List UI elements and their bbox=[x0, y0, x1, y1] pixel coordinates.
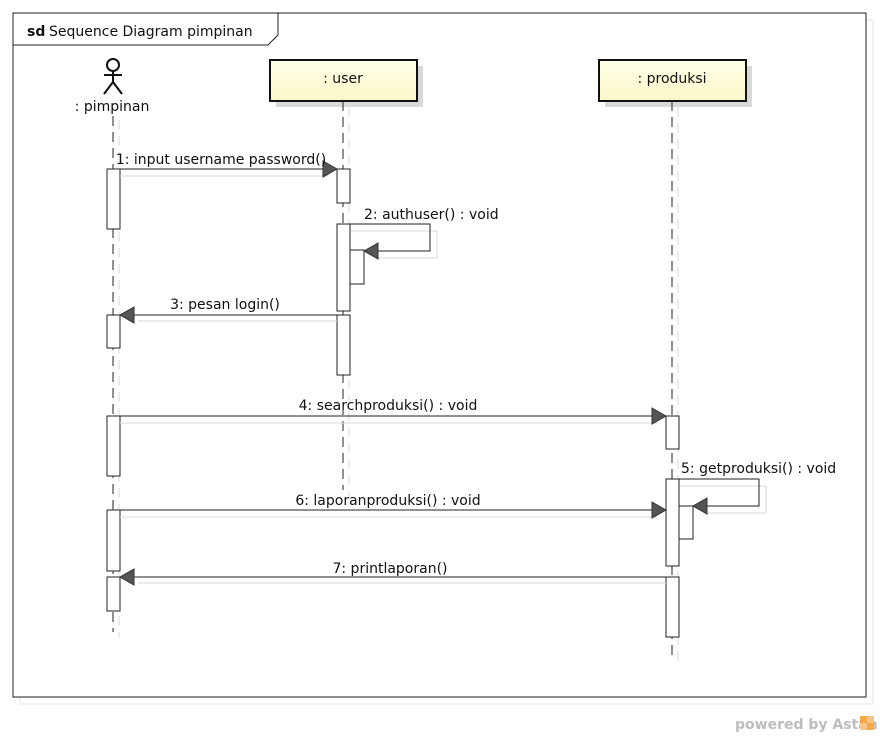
activation-bar bbox=[665, 478, 680, 567]
message-label: 2: authuser() : void bbox=[364, 207, 499, 223]
actor-head bbox=[106, 58, 120, 72]
activation-bar bbox=[665, 415, 680, 450]
message-shadow bbox=[351, 230, 438, 259]
object-box-produksi bbox=[598, 59, 747, 102]
activation-bar bbox=[336, 168, 351, 204]
message-label: 3: pesan login() bbox=[170, 297, 280, 313]
arrowhead bbox=[362, 242, 379, 260]
activation-bar bbox=[106, 576, 121, 612]
actor-pimpinan bbox=[103, 58, 123, 95]
frame-keyword: sd bbox=[27, 24, 45, 40]
activation-bar bbox=[349, 249, 365, 285]
lifeline-label-pimpinan: : pimpinan bbox=[75, 99, 150, 115]
activation-bar bbox=[336, 223, 351, 312]
message-label: 6: laporanproduksi() : void bbox=[295, 493, 480, 509]
diagram-frame bbox=[12, 12, 867, 698]
lifeline-label-user: : user bbox=[323, 71, 363, 87]
arrowhead bbox=[118, 306, 135, 324]
activation-bar bbox=[106, 168, 121, 230]
message-label: 5: getproduksi() : void bbox=[681, 461, 836, 477]
message-label: 7: printlaporan() bbox=[332, 561, 447, 577]
arrowhead bbox=[322, 160, 339, 178]
frame-title: Sequence Diagram pimpinan bbox=[49, 24, 253, 40]
message-label: 4: searchproduksi() : void bbox=[299, 398, 478, 414]
astah-logo-icon bbox=[860, 716, 874, 730]
arrowhead bbox=[651, 407, 668, 425]
arrowhead bbox=[651, 501, 668, 519]
frame-name-tab bbox=[13, 13, 279, 46]
activation-bar bbox=[106, 509, 121, 572]
activation-bar bbox=[106, 415, 121, 477]
arrowhead bbox=[691, 497, 708, 515]
message-shadow bbox=[680, 485, 767, 514]
arrowhead bbox=[118, 568, 135, 586]
watermark-text: powered by Astah bbox=[735, 717, 878, 733]
actor-right-leg bbox=[112, 81, 123, 95]
activation-bar bbox=[678, 505, 694, 540]
activation-bar bbox=[665, 576, 680, 638]
message-line bbox=[350, 223, 431, 252]
message-label: 1: input username password() bbox=[116, 152, 326, 168]
activation-bar bbox=[336, 314, 351, 376]
message-line bbox=[679, 478, 760, 507]
lifeline-label-produksi: : produksi bbox=[637, 71, 706, 87]
actor-left-leg bbox=[103, 81, 114, 95]
activation-bar bbox=[106, 314, 121, 349]
